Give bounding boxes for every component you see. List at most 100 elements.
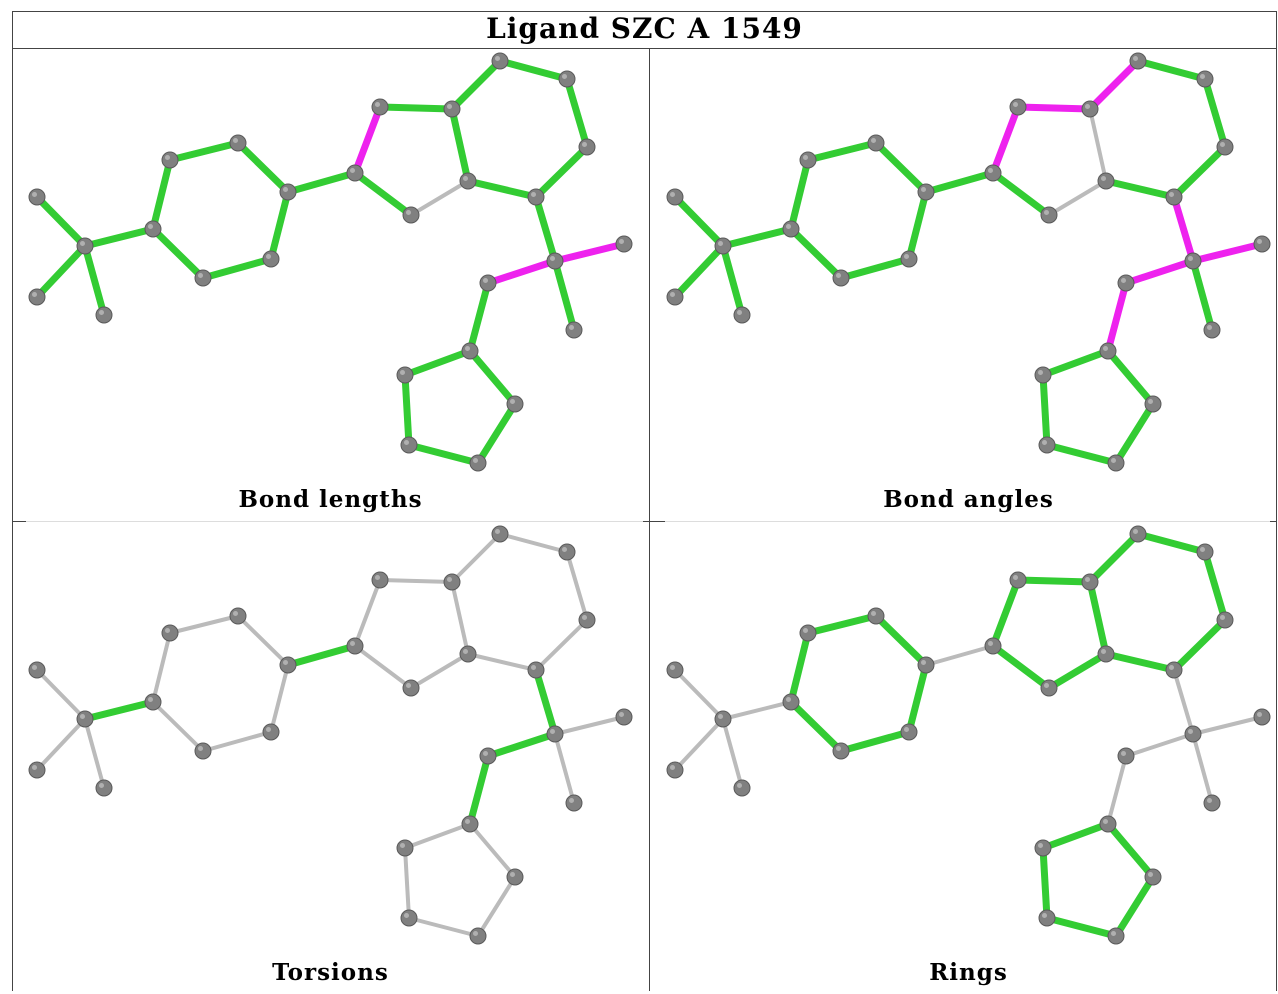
bond-f2-f3 — [378, 578, 454, 584]
atom-highlight-ch2 — [483, 278, 488, 283]
atom-m2 — [1203, 321, 1221, 339]
bond-c5-c1 — [401, 347, 474, 379]
atom-highlight-f3 — [1085, 577, 1090, 582]
atom-tb3 — [95, 779, 113, 797]
bond-p1-p2 — [151, 631, 172, 704]
atom-q — [1184, 252, 1202, 270]
bond-c1-c2 — [468, 822, 517, 879]
bond-b3-b4 — [532, 143, 591, 201]
atom-highlight-f2 — [375, 575, 380, 580]
atom-q — [546, 725, 564, 743]
bond-tbC-p1 — [81, 225, 157, 250]
bond-tbC-tb2 — [671, 242, 727, 301]
caption-torsions: Torsions — [272, 959, 389, 986]
atom-highlight-ch2 — [1121, 278, 1126, 283]
bond-c3-c4 — [405, 441, 482, 467]
bond-f4-f5 — [409, 179, 470, 217]
atom-highlight-tbC — [718, 241, 723, 246]
atom-highlight-tb1 — [32, 192, 37, 197]
atom-m1 — [615, 708, 633, 726]
atom-highlight-p3 — [871, 138, 876, 143]
atom-highlight-f3 — [447, 104, 452, 109]
bond-f5-f1 — [353, 644, 413, 690]
bond-c2-c3 — [476, 875, 517, 938]
atom-highlight-c1 — [1103, 819, 1108, 824]
atom-ch2 — [479, 747, 497, 765]
atom-highlight-tbC — [718, 714, 723, 719]
atom-p4 — [279, 656, 297, 674]
atom-b2 — [1196, 543, 1214, 561]
atom-m1 — [1253, 708, 1271, 726]
atom-highlight-c3 — [473, 931, 478, 936]
bond-tbC-tb3 — [719, 242, 746, 319]
bond-b4-f4 — [466, 652, 538, 672]
atom-p5 — [900, 250, 918, 268]
atom-highlight-f2 — [375, 102, 380, 107]
atom-c1 — [461, 815, 479, 833]
atom-tbC — [714, 710, 732, 728]
atom-tb3 — [733, 779, 751, 797]
bond-f3-b1 — [1086, 530, 1142, 586]
bond-p3-p4 — [872, 139, 930, 196]
atom-tbC — [714, 237, 732, 255]
atom-highlight-b2 — [1200, 74, 1205, 79]
bond-f3-b1 — [1086, 57, 1142, 113]
atom-f2 — [371, 98, 389, 116]
atom-c5 — [1034, 366, 1052, 384]
atom-highlight-p1 — [148, 697, 153, 702]
atom-highlight-q — [1188, 256, 1193, 261]
atom-tb2 — [28, 288, 46, 306]
figure-title: Ligand SZC A 1549 — [12, 11, 1277, 49]
bond-b4-f4 — [464, 177, 540, 201]
atom-c4 — [1038, 436, 1056, 454]
bond-p6-p1 — [787, 698, 845, 755]
atom-b1 — [1129, 52, 1147, 70]
bond-b4-f4 — [1102, 177, 1178, 201]
bond-f3-f4 — [450, 580, 470, 656]
bond-p3-p4 — [236, 614, 290, 667]
bond-f3-f4 — [1088, 107, 1108, 183]
atom-highlight-c5 — [400, 370, 405, 375]
atom-b4 — [527, 661, 545, 679]
atom-highlight-f1 — [988, 641, 993, 646]
bond-p3-p4 — [872, 612, 930, 669]
bond-q-m2 — [1191, 732, 1214, 805]
figure-frame — [12, 11, 1277, 991]
bond-f2-f3 — [1014, 576, 1094, 586]
atom-highlight-b3 — [1220, 142, 1225, 147]
atom-highlight-m2 — [569, 325, 574, 330]
bond-p4-p5 — [905, 188, 930, 263]
atom-highlight-p6 — [836, 746, 841, 751]
bond-p1-p2 — [787, 629, 812, 706]
atom-f5 — [402, 679, 420, 697]
bond-q-m2 — [1189, 257, 1216, 334]
atom-highlight-p5 — [266, 727, 271, 732]
bond-f3-f4 — [1086, 578, 1110, 658]
atom-p2 — [799, 624, 817, 642]
panel-divider-vertical — [649, 49, 650, 991]
atom-c5 — [1034, 839, 1052, 857]
atom-tb2 — [666, 761, 684, 779]
atom-c5 — [396, 839, 414, 857]
atom-highlight-b2 — [562, 547, 567, 552]
panel-bond-angles: Bond angles — [650, 49, 1278, 521]
atom-highlight-tbC — [80, 241, 85, 246]
bond-tbC-tb1 — [671, 193, 727, 250]
atom-p2 — [161, 151, 179, 169]
atom-f3 — [443, 573, 461, 591]
atom-ch2 — [479, 274, 497, 292]
atom-highlight-c2 — [1148, 872, 1153, 877]
atom-highlight-p6 — [198, 746, 203, 751]
atom-b3 — [1216, 138, 1234, 156]
bond-tbC-tb1 — [33, 193, 89, 250]
atom-highlight-p1 — [786, 224, 791, 229]
atom-c3 — [469, 454, 487, 472]
bond-tbC-tb2 — [673, 717, 725, 772]
bond-b4-f4 — [1102, 650, 1178, 674]
atom-highlight-m1 — [619, 712, 624, 717]
bond-q-ch2 — [484, 730, 559, 760]
atom-p6 — [194, 269, 212, 287]
bond-b1-b2 — [498, 532, 569, 554]
atom-highlight-p2 — [803, 155, 808, 160]
bond-ch2-c1 — [1106, 754, 1128, 826]
